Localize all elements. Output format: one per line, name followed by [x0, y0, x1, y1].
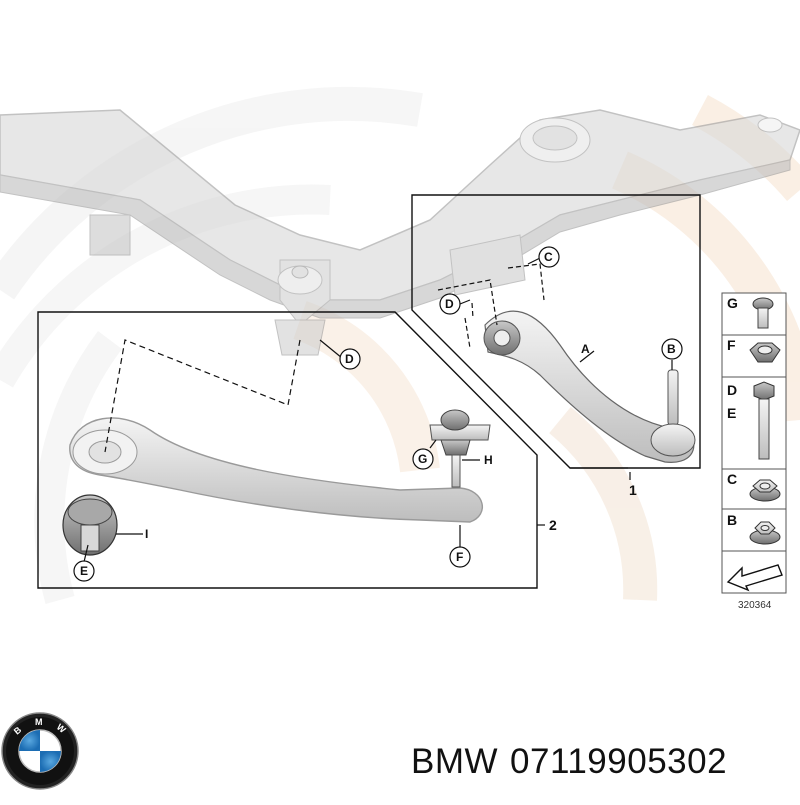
- brand-name: BMW: [411, 742, 499, 781]
- arrow-icon: [726, 564, 783, 592]
- svg-text:F: F: [727, 337, 736, 353]
- legend-row-b: B: [721, 508, 787, 552]
- svg-text:E: E: [727, 405, 736, 421]
- callout-g: G: [412, 448, 434, 470]
- callout-d-lower: D: [339, 348, 361, 370]
- callout-e: E: [73, 560, 95, 582]
- svg-text:M: M: [35, 717, 43, 727]
- bolt-icon: [752, 297, 774, 329]
- svg-text:G: G: [727, 295, 738, 311]
- callout-h: H: [484, 453, 493, 467]
- legend-row-g: G: [721, 292, 787, 336]
- callout-c: C: [538, 246, 560, 268]
- group-frame-2: [37, 311, 538, 589]
- legend: G F D E C: [721, 292, 787, 611]
- svg-text:E: E: [80, 564, 88, 578]
- ball-joint-part: [429, 409, 491, 550]
- callout-b: B: [661, 338, 683, 360]
- svg-text:B: B: [727, 512, 737, 528]
- svg-text:I: I: [145, 527, 148, 541]
- svg-text:1: 1: [629, 482, 637, 498]
- svg-text:H: H: [484, 453, 493, 467]
- legend-row-f: F: [721, 334, 787, 378]
- self-locking-nut-icon: [749, 521, 781, 545]
- flange-nut-icon: [749, 479, 781, 502]
- long-bolt-icon: [753, 381, 775, 460]
- bmw-logo: B M W: [1, 712, 79, 790]
- control-arm-1: [483, 310, 696, 463]
- callout-f: F: [449, 546, 471, 568]
- svg-text:D: D: [727, 382, 737, 398]
- svg-text:2: 2: [549, 517, 557, 533]
- legend-row-c: C: [721, 468, 787, 510]
- svg-text:D: D: [345, 352, 354, 366]
- svg-text:C: C: [727, 471, 737, 487]
- part-number: 07119905302: [510, 742, 728, 781]
- mount-brackets: [437, 263, 545, 349]
- legend-row-de: D E: [721, 376, 787, 470]
- group-number-1: 1: [629, 482, 637, 498]
- subframe: [0, 109, 800, 356]
- group-number-2: 2: [549, 517, 557, 533]
- svg-text:B: B: [667, 342, 676, 356]
- hex-nut-icon: [749, 342, 781, 363]
- svg-text:A: A: [581, 342, 590, 356]
- callout-d-upper: D: [439, 293, 461, 315]
- diagram-number: 320364: [738, 600, 772, 611]
- part-caption: BMW 07119905302: [411, 742, 727, 782]
- svg-text:C: C: [544, 250, 553, 264]
- bushing-part: [62, 494, 143, 563]
- svg-text:F: F: [456, 550, 463, 564]
- svg-text:B: B: [12, 724, 24, 736]
- svg-text:D: D: [445, 297, 454, 311]
- callout-i: I: [145, 527, 148, 541]
- legend-row-arrow: [721, 550, 787, 594]
- svg-text:G: G: [418, 452, 427, 466]
- dashed-leader: [104, 339, 301, 453]
- leader-lines: [319, 257, 673, 526]
- callout-a: A: [581, 342, 590, 356]
- callouts: A B C D D G H I E: [73, 246, 683, 582]
- group-frame-1: [411, 194, 701, 469]
